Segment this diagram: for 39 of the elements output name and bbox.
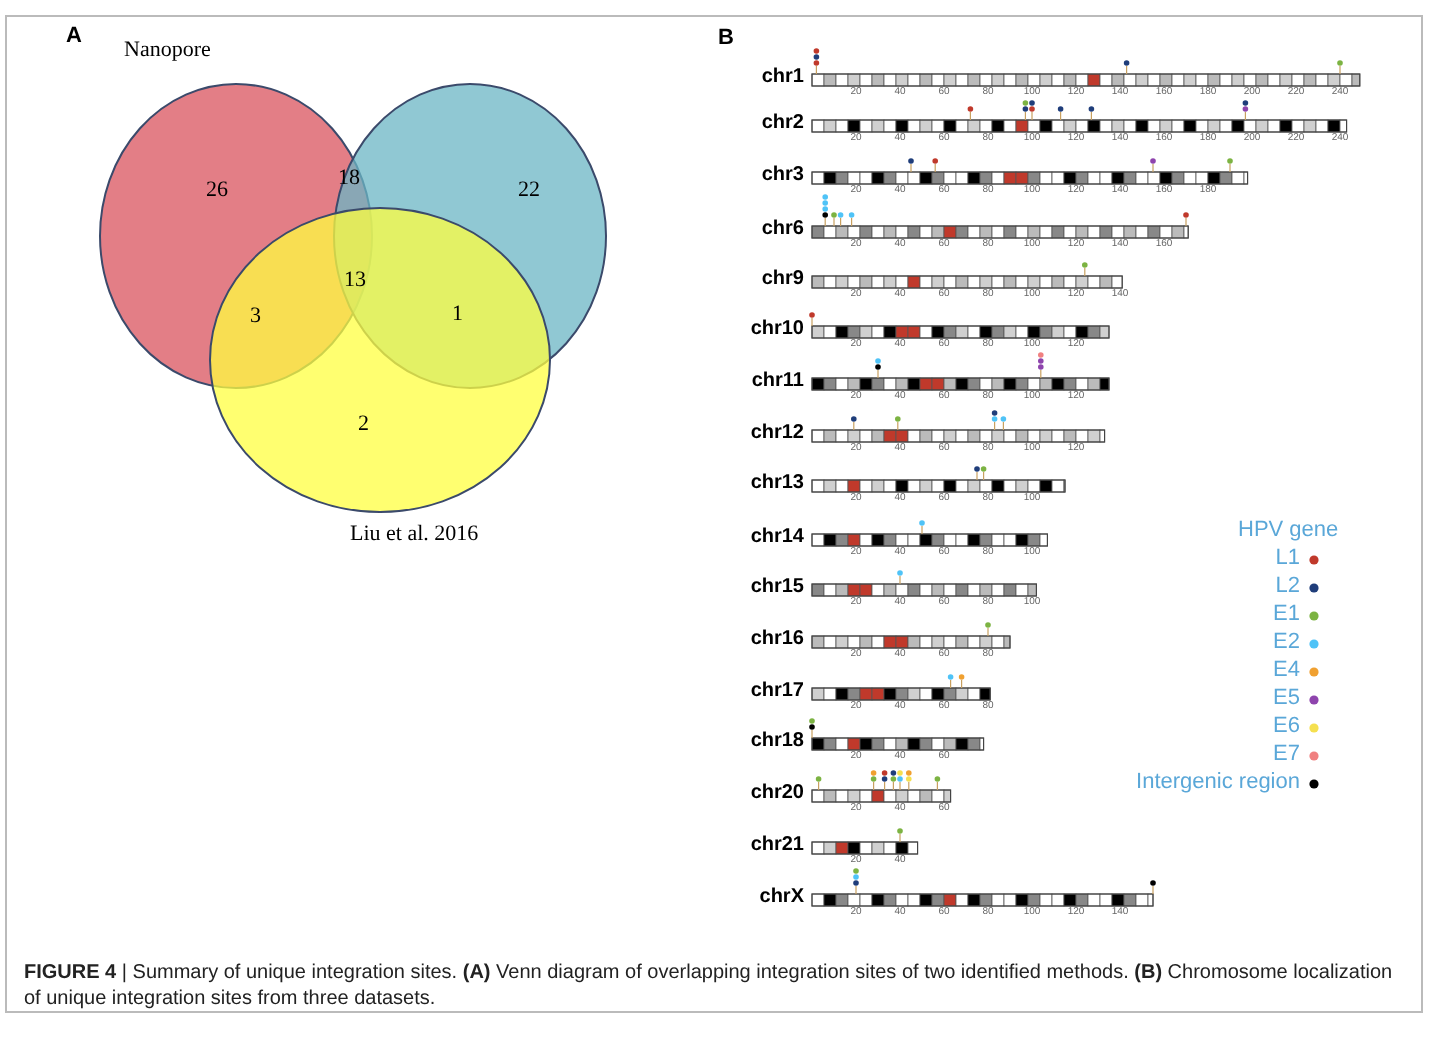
set-label: Liu et al. 2016 (350, 524, 479, 546)
chromosome-label: chr15 (750, 578, 804, 598)
legend-label: Intergenic region (1136, 772, 1300, 794)
chromosome-label: chr11 (751, 372, 804, 392)
legend-label: L2 (1275, 576, 1300, 598)
chromosome-label: chr6 (761, 220, 804, 240)
legend-title: HPV gene (1238, 520, 1339, 542)
legend-label: E2 (1273, 632, 1300, 654)
legend-label: E6 (1273, 716, 1300, 738)
chromosome-label: chr20 (750, 784, 804, 804)
count-label: 3 (250, 306, 261, 328)
count-label: 13 (344, 270, 366, 292)
count-label: 18 (338, 168, 360, 190)
chromosome-label: chr18 (750, 732, 804, 752)
panel-letter: B (718, 28, 734, 50)
chromosome-label: chr14 (750, 528, 804, 548)
chromosome-label: chr16 (750, 630, 804, 650)
panel-letter: A (66, 26, 82, 48)
chromosome-label: chr12 (750, 424, 804, 444)
count-label: 26 (206, 180, 228, 202)
figure-caption: FIGURE 4 | Summary of unique integration sites. (A) Venn diagram of overlapping integration sites of two identified methods. (B) Chromosome localization of unique integration sites from three datasets. (24, 960, 1395, 1012)
chromosome-label: chr13 (750, 474, 804, 494)
count-label: 22 (518, 180, 540, 202)
chromosome-label: chr21 (750, 836, 804, 856)
count-label: 1 (452, 304, 463, 326)
set-label: Nanopore (124, 40, 211, 62)
legend-label: E7 (1273, 744, 1300, 766)
legend-label: L1 (1275, 548, 1300, 570)
chromosome-label: chr10 (750, 320, 804, 340)
chromosome-label: chrX (759, 888, 804, 908)
legend-label: E4 (1273, 660, 1300, 682)
chromosome-label: chr3 (761, 166, 804, 186)
count-label: 2 (358, 414, 369, 436)
legend-label: E5 (1273, 688, 1300, 710)
chromosome-label: chr2 (761, 114, 804, 134)
chromosome-label: chr17 (750, 682, 804, 702)
legend-label: E1 (1273, 604, 1300, 626)
chromosome-label: chr1 (761, 68, 804, 88)
chromosome-label: chr9 (761, 270, 804, 290)
